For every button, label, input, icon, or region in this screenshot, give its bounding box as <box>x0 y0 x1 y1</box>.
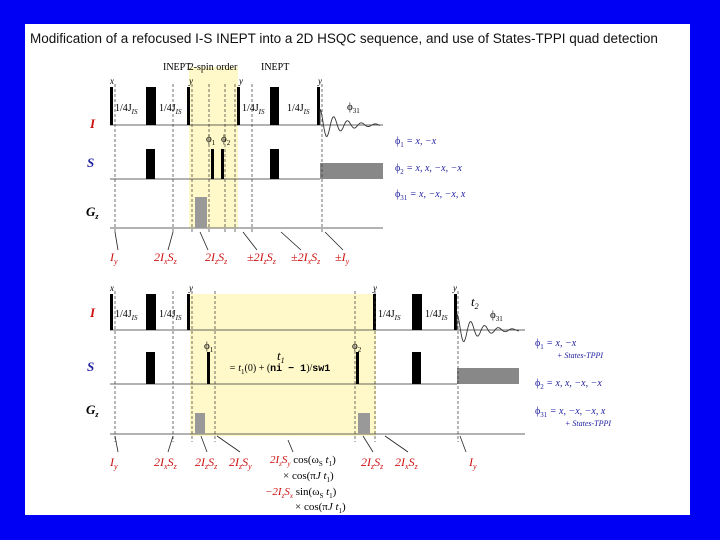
top-inept1-label: INEPT <box>163 62 191 73</box>
svg-text:+ States-TPPI: + States-TPPI <box>557 351 603 360</box>
pulse-sequence-diagrams: INEPT 2-spin order INEPT x y y y I S Gz <box>86 62 611 515</box>
bottom-diagram: x y y y I S Gz 1/4JIS 1/4JIS 1/4JIS 1/4J… <box>86 283 611 515</box>
top-S-decoupling <box>320 163 383 179</box>
top-phase-cycles: ϕ1 = x, −x ϕ2 = x, x, −x, −x ϕ31 = x, −x… <box>395 136 466 202</box>
bottom-phi1-label: ϕ1 <box>204 340 214 354</box>
svg-text:±2IzSz: ±2IzSz <box>247 250 277 266</box>
svg-text:ϕ2 = x, x, −x, −x: ϕ2 = x, x, −x, −x <box>395 163 462 176</box>
bottom-t1-highlight <box>190 294 376 436</box>
svg-text:2IxSz: 2IxSz <box>154 455 178 471</box>
svg-text:1/4JIS: 1/4JIS <box>115 103 138 116</box>
svg-text:±Iy: ±Iy <box>335 250 350 266</box>
bottom-gradient-1 <box>195 413 205 434</box>
svg-text:−2IzSx sin(ωS t1): −2IzSx sin(ωS t1) <box>265 486 337 500</box>
bottom-delay-labels: 1/4JIS 1/4JIS 1/4JIS 1/4JIS <box>115 309 448 322</box>
bottom-Gz-channel-label: Gz <box>86 402 99 419</box>
evolution-terms: 2IzSy cos(ωS t1) × cos(πJ t1) −2IzSx sin… <box>265 439 346 515</box>
svg-text:Iy: Iy <box>468 455 477 471</box>
top-diagram: INEPT 2-spin order INEPT x y y y I S Gz <box>86 62 466 266</box>
top-fid <box>319 108 381 138</box>
svg-text:±2IxSz: ±2IxSz <box>291 250 321 266</box>
svg-text:1/4JIS: 1/4JIS <box>287 103 310 116</box>
svg-text:1/4JIS: 1/4JIS <box>378 309 401 322</box>
bottom-I-channel-label: I <box>89 305 96 320</box>
top-phi2-label: ϕ2 <box>221 133 231 147</box>
t1-label: t1 <box>277 348 285 365</box>
t1-formula: = t1(0) + (ni − 1)/sw1 <box>229 363 330 376</box>
svg-text:1/4JIS: 1/4JIS <box>242 103 265 116</box>
top-x-phase: x <box>109 76 114 86</box>
slide-title: Modification of a refocused I-S INEPT in… <box>30 31 658 46</box>
svg-text:2IzSz: 2IzSz <box>205 250 228 266</box>
svg-text:ϕ1 = x, −x: ϕ1 = x, −x <box>535 338 577 351</box>
svg-text:1/4JIS: 1/4JIS <box>425 309 448 322</box>
top-2spin-label: 2-spin order <box>189 62 238 73</box>
svg-text:+ States-TPPI: + States-TPPI <box>565 419 611 428</box>
svg-text:ϕ1 = x, −x: ϕ1 = x, −x <box>395 136 437 149</box>
bottom-y-phase-1: y <box>188 283 193 293</box>
svg-text:2IzSz: 2IzSz <box>361 455 384 471</box>
top-delay-labels: 1/4JIS 1/4JIS 1/4JIS 1/4JIS <box>115 103 310 116</box>
bottom-S-decoupling <box>457 368 519 384</box>
svg-text:2IxSz: 2IxSz <box>395 455 419 471</box>
svg-text:Iy: Iy <box>109 455 118 471</box>
svg-text:× cos(πJ t1): × cos(πJ t1) <box>295 501 346 515</box>
svg-text:2IzSy cos(ωS t1): 2IzSy cos(ωS t1) <box>270 454 336 468</box>
svg-text:1/4JIS: 1/4JIS <box>159 103 182 116</box>
bottom-gradient-2 <box>358 413 370 434</box>
svg-text:2IzSz: 2IzSz <box>195 455 218 471</box>
svg-text:ϕ2 = x, x, −x, −x: ϕ2 = x, x, −x, −x <box>535 378 602 391</box>
top-state-labels: Iy 2IxSz 2IzSz ±2IzSz ±2IxSz ±Iy <box>109 250 350 266</box>
svg-text:1/4JIS: 1/4JIS <box>159 309 182 322</box>
bottom-x-phase: x <box>109 283 114 293</box>
bottom-fid <box>456 313 520 343</box>
top-y-phase-1: y <box>188 76 193 86</box>
svg-text:Iy: Iy <box>109 250 118 266</box>
top-I-channel-label: I <box>89 116 96 131</box>
bottom-S-channel-label: S <box>87 359 94 374</box>
bottom-phase-cycles: ϕ1 = x, −x + States-TPPI ϕ2 = x, x, −x, … <box>535 338 611 428</box>
t2-label: t2 <box>471 294 479 311</box>
bottom-y-phase-3: y <box>452 283 457 293</box>
bottom-state-labels: Iy 2IxSz 2IzSz 2IzSy 2IzSz 2IxSz Iy <box>109 455 477 471</box>
slide: Modification of a refocused I-S INEPT in… <box>25 24 690 515</box>
top-inept2-label: INEPT <box>261 62 289 73</box>
svg-text:ϕ31 = x, −x, −x, x: ϕ31 = x, −x, −x, x <box>395 189 466 202</box>
top-y-phase-2: y <box>238 76 243 86</box>
svg-text:ϕ31 = x, −x, −x, x: ϕ31 = x, −x, −x, x <box>535 406 606 419</box>
top-gradient <box>195 197 207 228</box>
top-S-channel-label: S <box>87 155 94 170</box>
top-phi31-label: ϕ31 <box>347 101 360 115</box>
top-Gz-channel-label: Gz <box>86 204 99 221</box>
top-y-phase-3: y <box>317 76 322 86</box>
svg-text:2IxSz: 2IxSz <box>154 250 178 266</box>
svg-text:2IzSy: 2IzSy <box>229 455 252 471</box>
svg-text:1/4JIS: 1/4JIS <box>115 309 138 322</box>
svg-text:× cos(πJ t1): × cos(πJ t1) <box>283 470 334 484</box>
bottom-y-phase-2: y <box>372 283 377 293</box>
bottom-phi31-label: ϕ31 <box>490 309 503 323</box>
